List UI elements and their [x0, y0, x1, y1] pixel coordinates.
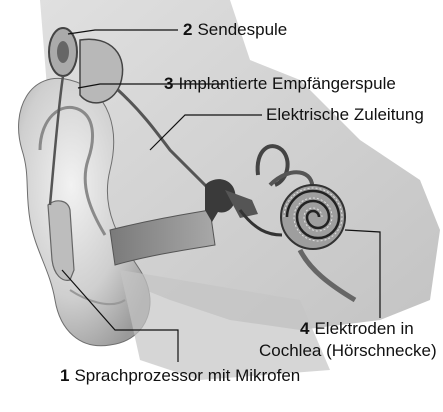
label-text: Cochlea (Hörschnecke) — [259, 341, 437, 360]
cochlea — [281, 185, 345, 249]
label-sendespule: 2 Sendespule — [183, 20, 287, 40]
label-text: Implantierte Empfängerspule — [178, 74, 395, 93]
label-number: 1 — [60, 366, 69, 385]
label-text: Sprachprozessor mit Mikrofen — [74, 366, 300, 385]
label-number: 4 — [300, 319, 309, 338]
label-text: Sendespule — [197, 20, 287, 39]
label-zuleitung: Elektrische Zuleitung — [266, 105, 424, 125]
label-text: Elektrische Zuleitung — [266, 105, 424, 124]
sending-coil-center — [57, 41, 69, 63]
label-number: 2 — [183, 20, 192, 39]
label-sprachprozessor: 1 Sprachprozessor mit Mikrofen — [60, 366, 300, 386]
label-elektroden-line1: 4 Elektroden in — [300, 319, 414, 339]
label-text: Elektroden in — [314, 319, 413, 338]
label-elektroden-line2: Cochlea (Hörschnecke) — [259, 341, 437, 361]
label-empfaengerspule: 3 Implantierte Empfängerspule — [164, 74, 396, 94]
label-number: 3 — [164, 74, 173, 93]
